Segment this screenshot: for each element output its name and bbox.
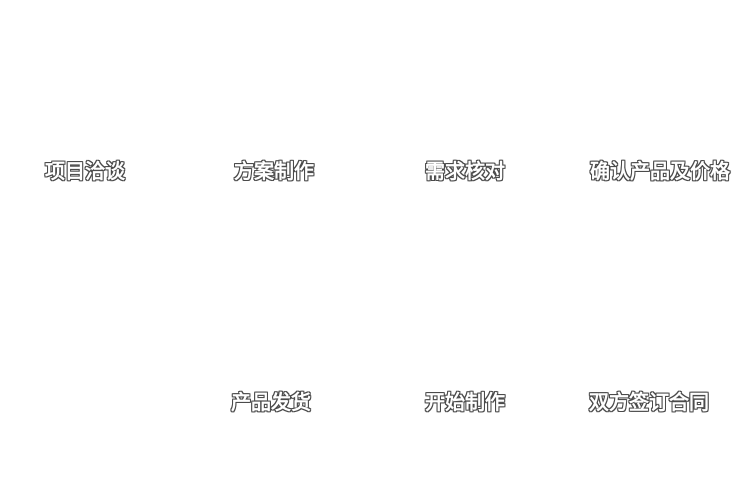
step-confirm-product-price: 确认产品及价格 bbox=[590, 159, 730, 183]
step-product-shipping: 产品发货 bbox=[231, 390, 311, 414]
step-requirements-check: 需求核对 bbox=[425, 159, 505, 183]
step-project-discussion: 项目洽谈 bbox=[45, 159, 125, 183]
step-sign-contract: 双方签订合同 bbox=[589, 390, 709, 414]
step-start-production: 开始制作 bbox=[425, 390, 505, 414]
step-plan-creation: 方案制作 bbox=[234, 159, 314, 183]
